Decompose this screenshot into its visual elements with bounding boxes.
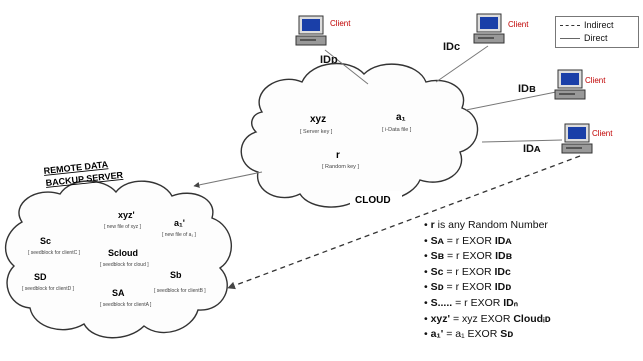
- client-b-label: Client: [585, 76, 606, 85]
- eq-mid: = r EXOR: [443, 265, 495, 278]
- backup-sc: Sc: [40, 236, 51, 246]
- legend-direct: Direct: [560, 32, 634, 45]
- eq-mid: = r EXOR: [452, 296, 504, 309]
- eq-mid: = a₁ EXOR: [443, 328, 501, 341]
- backup-sa-note: [ seedblock for clientA ]: [100, 302, 152, 308]
- cloud-label: CLOUD: [355, 195, 391, 206]
- backup-sa: SA: [112, 288, 125, 298]
- backup-a1-prime-note: [ new file of a₁ ]: [162, 232, 197, 238]
- eq-rhs: Cloudᵢᴅ: [513, 312, 551, 325]
- eq-mid: = r EXOR: [443, 234, 495, 247]
- backup-sb: Sb: [170, 270, 182, 280]
- client-d-label: Client: [330, 19, 351, 28]
- cloud-shape: [240, 62, 479, 208]
- client-c-label: Client: [508, 20, 529, 29]
- backup-scloud-note: [ seedblock for cloud ]: [100, 262, 149, 268]
- equation-list: • r is any Random Number • Sᴀ = r EXOR I…: [424, 218, 640, 343]
- solid-line-swatch: [560, 38, 580, 39]
- backup-a1-prime: a₁': [174, 218, 185, 228]
- eq-lhs: Sʙ: [430, 250, 445, 263]
- backup-sc-note: [ seedblock for clientC ]: [28, 250, 81, 256]
- eq-lhs: S.....: [430, 296, 453, 309]
- eq-lhs: Sc: [430, 265, 444, 278]
- eq-rhs: IDᴀ: [494, 234, 512, 247]
- equation-item: • Sʙ = r EXOR IDʙ: [424, 250, 513, 263]
- link-client-a-cloud: [481, 139, 563, 143]
- backup-xyz-prime: xyz': [118, 210, 135, 220]
- dashed-line-swatch: [560, 25, 580, 26]
- legend-indirect-label: Indirect: [584, 20, 614, 30]
- link-client-d-cloud: [324, 49, 369, 85]
- connection-lines: [193, 45, 581, 290]
- cloud-r-note: [ Random key ]: [322, 164, 359, 170]
- legend-direct-label: Direct: [584, 33, 608, 43]
- cloud-r: r: [336, 150, 340, 161]
- eq-lhs: xyz': [430, 312, 451, 325]
- equation-item: • Sᴀ = r EXOR IDᴀ: [424, 234, 512, 247]
- client-b-computer: [554, 69, 586, 100]
- backup-sd: SD: [34, 272, 47, 282]
- client-a-computer: [561, 123, 593, 154]
- eq-mid: = r EXOR: [444, 250, 496, 263]
- eq-lhs: a₁': [430, 328, 444, 341]
- legend-indirect: Indirect: [560, 19, 634, 32]
- backup-sb-note: [ seedblock for clientB ]: [154, 288, 206, 294]
- eq-mid: = r EXOR: [443, 281, 495, 294]
- eq-rhs: Sᴅ: [500, 328, 514, 341]
- legend: Indirect Direct: [555, 16, 639, 48]
- eq-lhs: r: [430, 219, 435, 231]
- client-a-label: Client: [592, 129, 613, 138]
- cloud-a1-note: [ i-Data file ]: [382, 127, 412, 133]
- client-d-computer: [295, 15, 327, 46]
- equation-item: • S..... = r EXOR IDₙ: [424, 296, 518, 309]
- client-c-id: IDᴄ: [443, 41, 460, 53]
- link-client-b-cloud: [465, 91, 557, 111]
- eq-lhs: Sᴅ: [430, 281, 444, 294]
- client-b-id: IDʙ: [518, 83, 536, 95]
- eq-rhs: IDʙ: [495, 250, 513, 263]
- cloud-label-box: [350, 191, 402, 205]
- eq-rhs: IDc: [494, 265, 511, 278]
- link-cloud-backup: [193, 171, 263, 188]
- client-a-id: IDᴀ: [523, 143, 541, 155]
- backup-sd-note: [ seedblock for clientD ]: [22, 286, 75, 292]
- link-client-c-cloud: [435, 45, 489, 83]
- equation-item: • Sᴅ = r EXOR IDᴅ: [424, 281, 512, 294]
- eq-mid: = xyz EXOR: [450, 312, 514, 325]
- cloud-a1: a₁: [396, 112, 406, 123]
- eq-lhs: Sᴀ: [430, 234, 444, 247]
- backup-scloud: Scloud: [108, 248, 138, 258]
- backup-server-cloud-shape: [4, 180, 233, 339]
- eq-rhs: IDᴅ: [494, 281, 512, 294]
- client-c-computer: [473, 13, 505, 44]
- equation-item: • Sc = r EXOR IDc: [424, 265, 511, 278]
- equation-item: • xyz' = xyz EXOR Cloudᵢᴅ: [424, 312, 551, 325]
- cloud-xyz: xyz: [310, 114, 326, 125]
- client-d-id: IDɒ: [320, 54, 338, 66]
- equation-item: • r is any Random Number: [424, 219, 548, 231]
- eq-rhs: IDₙ: [503, 296, 518, 309]
- equation-item: • a₁' = a₁ EXOR Sᴅ: [424, 328, 514, 341]
- cloud-xyz-note: [ Server key ]: [300, 129, 333, 135]
- eq-rest: is any Random Number: [434, 219, 548, 231]
- backup-xyz-prime-note: [ new file of xyz ]: [104, 224, 142, 230]
